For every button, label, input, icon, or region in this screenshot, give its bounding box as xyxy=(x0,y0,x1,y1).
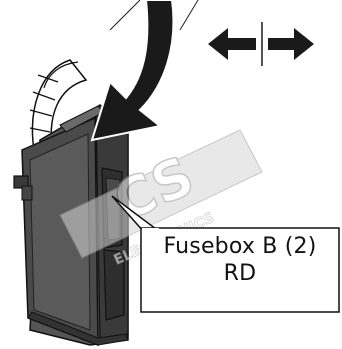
callout-line-2: RD xyxy=(141,260,339,287)
callout-label: Fusebox B (2) RD xyxy=(141,233,339,287)
callout-line-1: Fusebox B (2) xyxy=(141,233,339,260)
left-right-arrows-icon xyxy=(208,22,314,66)
curved-arrow-icon xyxy=(92,0,173,140)
